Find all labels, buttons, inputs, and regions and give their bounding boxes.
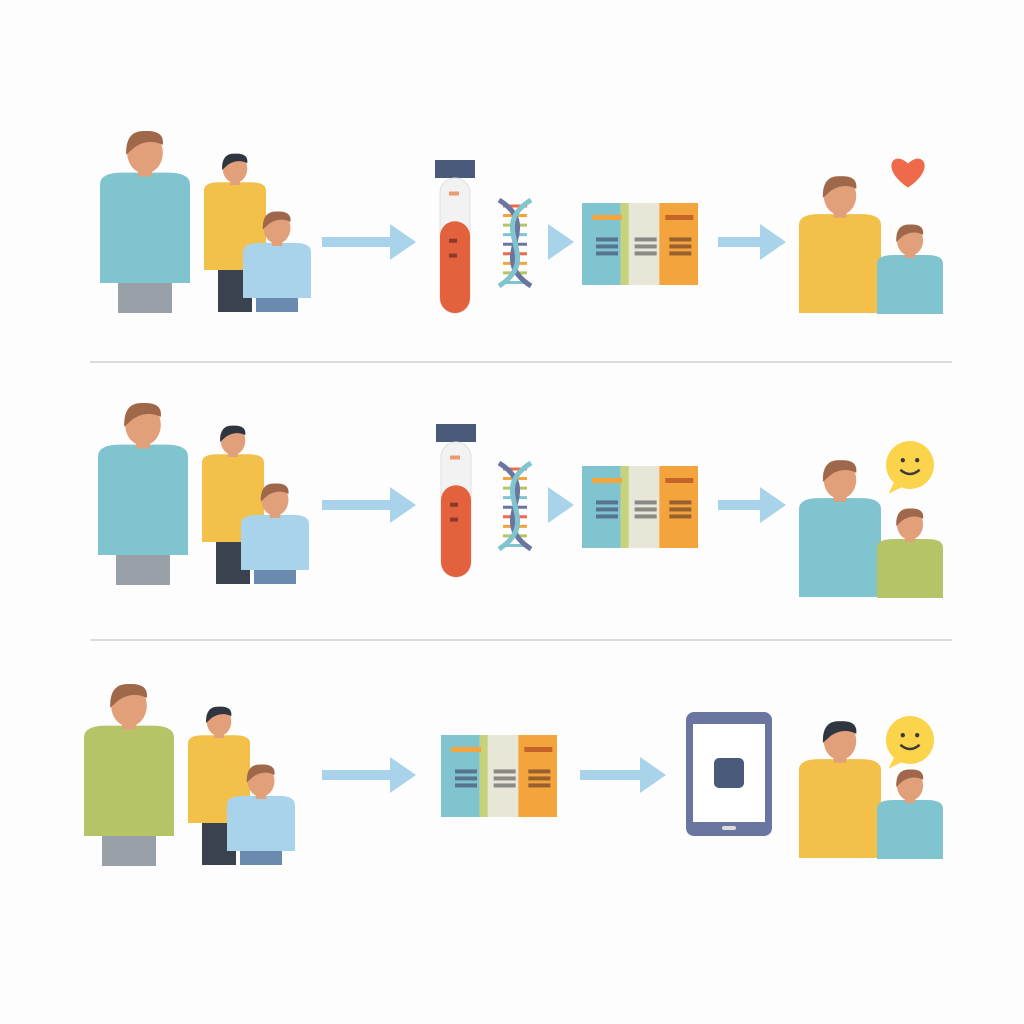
dna-helix-icon xyxy=(497,197,533,289)
adult-figure-torso xyxy=(98,444,188,555)
teen-figure-hair xyxy=(206,706,232,724)
kid-figure-torso xyxy=(877,800,943,859)
arrow-2 xyxy=(580,757,666,793)
parent-figure-hair xyxy=(822,460,857,482)
kid-figure xyxy=(877,769,943,859)
adult-figure-hair xyxy=(126,130,163,155)
parent-figure xyxy=(799,460,881,597)
workflow-row-1 xyxy=(100,130,943,314)
tablet-icon xyxy=(686,712,772,836)
workflow-row-2 xyxy=(98,402,943,598)
dna-helix-icon xyxy=(497,460,533,552)
child-figure-torso xyxy=(241,514,309,570)
kid-figure-torso xyxy=(877,539,943,598)
parent-figure-hair xyxy=(822,176,857,198)
family-group xyxy=(98,402,309,585)
kid-figure-torso xyxy=(877,255,943,314)
child-figure xyxy=(241,483,309,570)
family-group xyxy=(84,683,295,866)
parent-child-pair xyxy=(799,460,943,598)
smiley-bubble-icon xyxy=(886,716,934,769)
arrow-1 xyxy=(322,224,416,260)
child-figure xyxy=(227,764,295,851)
arrow-2 xyxy=(548,487,574,523)
kid-figure-hair xyxy=(896,224,924,242)
adult-figure-hair xyxy=(124,402,161,427)
adult-figure xyxy=(98,402,188,555)
adult-figure-torso xyxy=(100,172,190,283)
arrow-1 xyxy=(322,757,416,793)
arrow-2 xyxy=(548,224,574,260)
kid-figure xyxy=(877,224,943,314)
child-figure-hair xyxy=(246,764,275,783)
parent-child-pair xyxy=(799,176,943,314)
test-tube-icon xyxy=(435,160,475,314)
parent-child-pair xyxy=(799,721,943,859)
parent-figure-hair xyxy=(822,721,857,743)
result-card-icon xyxy=(441,735,557,817)
arrow-1 xyxy=(322,487,416,523)
result-card-icon xyxy=(582,203,698,285)
parent-figure xyxy=(799,176,881,313)
child-figure-torso xyxy=(243,242,311,298)
smiley-bubble-icon xyxy=(886,441,934,494)
child-figure-hair xyxy=(262,211,291,230)
workflow-row-3 xyxy=(84,683,943,866)
teen-figure-hair xyxy=(222,153,248,171)
heart-icon xyxy=(891,158,925,188)
adult-figure-torso xyxy=(84,725,174,836)
family-group xyxy=(100,130,311,313)
parent-figure-torso xyxy=(799,759,881,858)
kid-figure-hair xyxy=(896,769,924,787)
child-figure-torso xyxy=(227,795,295,851)
adult-figure xyxy=(84,683,174,836)
parent-figure-torso xyxy=(799,214,881,313)
arrow-3 xyxy=(718,224,786,260)
test-tube-icon xyxy=(436,424,476,578)
parent-figure-torso xyxy=(799,498,881,597)
adult-figure-hair xyxy=(110,683,147,708)
child-figure xyxy=(243,211,311,298)
kid-figure xyxy=(877,508,943,598)
teen-figure-hair xyxy=(220,425,246,443)
adult-figure xyxy=(100,130,190,283)
result-card-icon xyxy=(582,466,698,548)
arrow-3 xyxy=(718,487,786,523)
parent-figure xyxy=(799,721,881,858)
child-figure-hair xyxy=(260,483,289,502)
kid-figure-hair xyxy=(896,508,924,526)
